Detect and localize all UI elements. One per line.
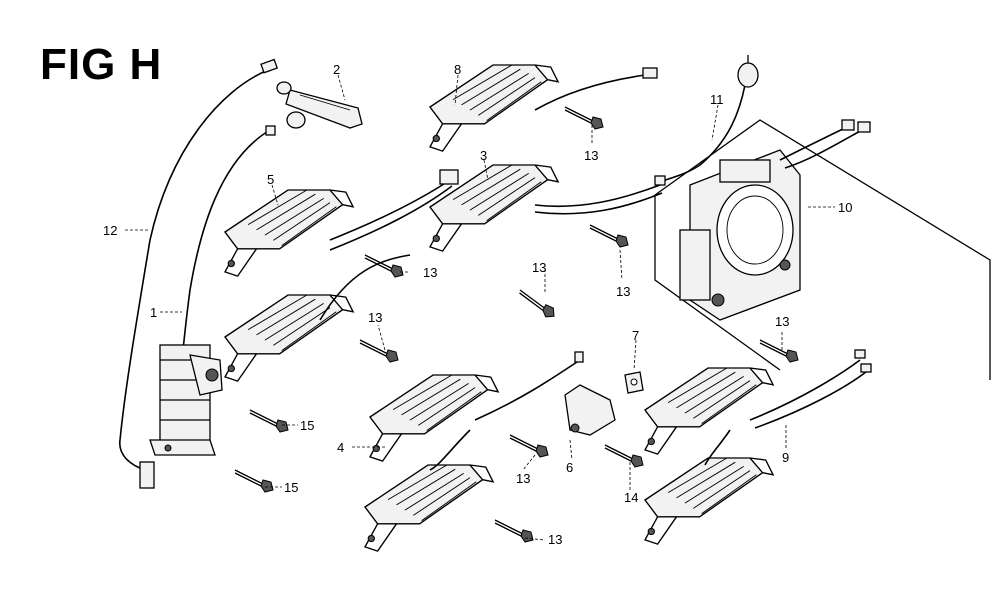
- callout-13-c: 13: [423, 265, 437, 280]
- callout-14: 14: [624, 490, 638, 505]
- callout-13-f: 13: [516, 471, 530, 486]
- callout-4: 4: [337, 440, 344, 455]
- charge-coil-4b: [364, 464, 494, 552]
- callout-9: 9: [782, 450, 789, 465]
- callout-3: 3: [480, 148, 487, 163]
- charge-coil-9b: [644, 457, 774, 545]
- callout-10: 10: [838, 200, 852, 215]
- figure-title: FIG H: [40, 40, 163, 89]
- charge-coil-5b: [224, 294, 354, 382]
- callout-6: 6: [566, 460, 573, 475]
- coil-wires: [319, 67, 872, 471]
- callout-2: 2: [333, 62, 340, 77]
- callout-8: 8: [454, 62, 461, 77]
- callout-13-a: 13: [584, 148, 598, 163]
- leader-lines: [125, 74, 835, 541]
- bracket-6: [564, 384, 616, 436]
- callout-7: 7: [632, 328, 639, 343]
- spark-plug-cap-2: [276, 81, 363, 129]
- high-tension-lead-12: [119, 58, 279, 489]
- callout-13-d: 13: [532, 260, 546, 275]
- callout-5: 5: [267, 172, 274, 187]
- lead-wire-11: [654, 55, 759, 186]
- callout-1: 1: [150, 305, 157, 320]
- callout-15-a: 15: [300, 418, 314, 433]
- callout-labels: 2 8 3 5 12 1 11 10 7 4 6 9 13 13 13 13 1…: [103, 62, 852, 547]
- callout-12: 12: [103, 223, 117, 238]
- callout-13-e: 13: [368, 310, 382, 325]
- ignition-coil-1: [149, 344, 223, 456]
- callout-13-g: 13: [548, 532, 562, 547]
- callout-13-b: 13: [616, 284, 630, 299]
- callout-13-h: 13: [775, 314, 789, 329]
- stator-assembly-10: [654, 119, 991, 380]
- nut-7: [624, 371, 644, 394]
- callout-11: 11: [710, 92, 724, 107]
- callout-15-b: 15: [284, 480, 298, 495]
- charge-coil-9a: [644, 367, 774, 455]
- charge-coil-5a: [224, 189, 354, 277]
